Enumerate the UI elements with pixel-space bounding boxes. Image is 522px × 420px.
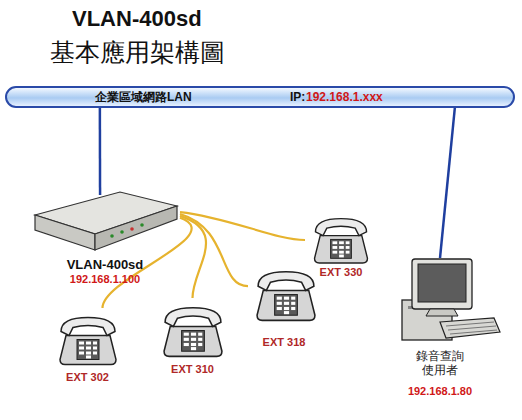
- phone-cord: [180, 216, 206, 298]
- computer-icon: [402, 259, 500, 340]
- phone-icon: [164, 308, 222, 357]
- node-text: EXT 330: [305, 266, 377, 279]
- node-text: EXT 310: [155, 363, 230, 376]
- phone-node: EXT 310: [155, 298, 230, 380]
- diagram-title: VLAN-400sd: [72, 6, 202, 32]
- node-text: VLAN-400sd: [30, 257, 180, 273]
- node-text: 企業區域網路LAN: [95, 90, 192, 104]
- node-text: EXT 318: [248, 336, 320, 349]
- phone-icon: [60, 318, 116, 365]
- lan-cable: [440, 108, 455, 258]
- node-text: 192.168.1.100: [30, 273, 180, 286]
- phone-node: EXT 302: [50, 308, 125, 388]
- phone-icon: [257, 272, 315, 321]
- node-text: 錄音查詢 使用者: [410, 349, 470, 378]
- gateway-device: [35, 192, 177, 250]
- phone-node: EXT 318: [248, 258, 320, 352]
- node-text: EXT 302: [50, 371, 125, 384]
- subtitle: 基本應用架構圖: [50, 36, 225, 69]
- gateway-node: VLAN-400sd192.168.1.100: [30, 195, 180, 290]
- phone-icon: [315, 219, 368, 263]
- lan-backbone: 企業區域網路LAN IP:192.168.1.xxx: [5, 86, 515, 108]
- phone-node: EXT 330: [305, 212, 377, 282]
- lan-cable: [99, 108, 102, 195]
- node-text: IP:: [290, 90, 305, 104]
- node-text: 192.168.1.80: [385, 385, 495, 398]
- node-text: 192.168.1.xxx: [306, 90, 383, 104]
- computer-node: 錄音查詢 使用者 192.168.1.80: [385, 258, 495, 403]
